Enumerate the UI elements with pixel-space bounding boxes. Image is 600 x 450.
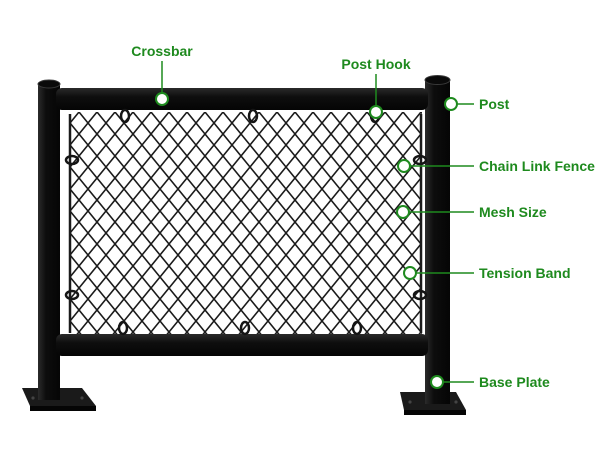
tension-bands-left [64, 154, 80, 301]
label-chain-link-fence: Chain Link Fence [479, 158, 595, 174]
chain-link-mesh [70, 112, 422, 334]
post-right [424, 75, 451, 404]
callout-post-hook: Post Hook [341, 56, 411, 119]
label-post: Post [479, 96, 510, 112]
label-crossbar: Crossbar [131, 43, 193, 59]
tension-bands-right [412, 154, 428, 301]
callout-chain-link-fence: Chain Link Fence [397, 158, 595, 174]
callout-crossbar: Crossbar [131, 43, 193, 106]
callout-post: Post [444, 96, 510, 112]
label-post-hook: Post Hook [341, 56, 410, 72]
callout-base-plate: Base Plate [430, 374, 550, 390]
label-base-plate: Base Plate [479, 374, 550, 390]
post-left [37, 79, 61, 400]
label-mesh-size: Mesh Size [479, 204, 547, 220]
label-tension-band: Tension Band [479, 265, 571, 281]
callout-tension-band: Tension Band [403, 265, 571, 281]
top-crossbar [56, 88, 428, 110]
bottom-rail [56, 334, 428, 356]
post-hooks-bottom [117, 320, 363, 336]
callout-mesh-size: Mesh Size [396, 204, 547, 220]
